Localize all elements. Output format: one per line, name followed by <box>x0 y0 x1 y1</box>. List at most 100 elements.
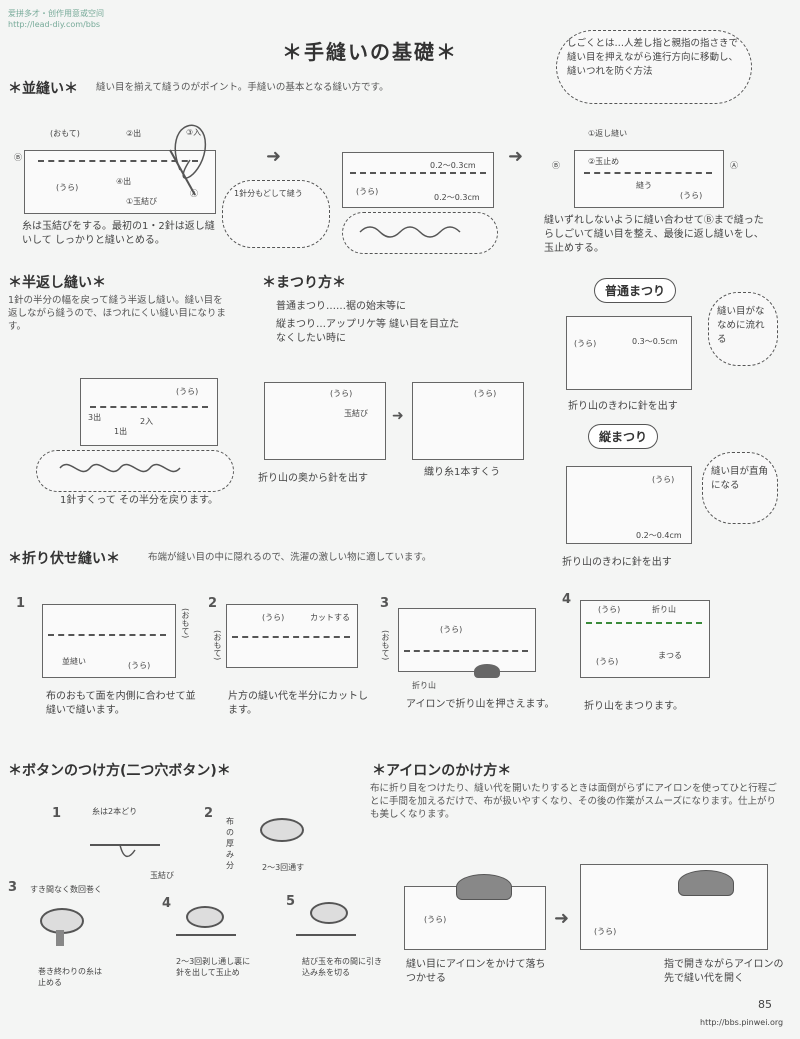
nami-desc: 縫い目を揃えて縫うのがポイント。手縫いの基本となる縫い方です。 <box>96 82 389 93</box>
shigoku-text: しごくとは…人差し指と親指の指さきで縫い目を押えながら進行方向に移動し、縫いつれ… <box>567 38 739 77</box>
button-step-1-sub: 玉結び <box>150 871 174 880</box>
orifuse-step-1-num: 1 <box>16 596 26 611</box>
orifuse-4-matsuru: まつる <box>658 651 682 660</box>
source-watermark: 爱拼多才・创作用意或空间 http://lead-diy.com/bbs <box>8 8 104 30</box>
hangaeshi-cloud <box>36 450 234 492</box>
orifuse-2-omote: (おもて) <box>213 630 222 661</box>
iron-fabric-2 <box>580 864 768 950</box>
button-step-2-text: 布の厚み分 <box>226 817 234 870</box>
orifuse-step-4-num: 4 <box>562 592 572 607</box>
orifuse-1-omote: (おもて) <box>181 608 190 639</box>
orifuse-green-stitch <box>586 622 702 624</box>
orifuse-2-caption: 片方の縫い代を半分にカットします。 <box>228 691 368 716</box>
iron-caption-2: 指で開きながらアイロンの先で縫い代を開く <box>664 959 784 984</box>
orifuse-1-ura: (うら) <box>128 661 151 670</box>
button-step-3-sub: 巻き終わりの糸は止める <box>38 967 102 987</box>
orifuse-heading: ＊折り伏せ縫い＊ <box>8 551 120 567</box>
nami-heading: ＊並縫い＊ <box>8 81 78 97</box>
hangaeshi-in2: 2入 <box>140 417 154 426</box>
wave-stitch-icon <box>359 226 461 238</box>
iron-ura-1: (うら) <box>424 915 447 924</box>
hangaeshi-desc: 1針の半分の幅を戻って縫う半返し縫い。縫い目を返しながら縫うので、ほつれにくい縫… <box>8 295 226 332</box>
orifuse-2-cut: カットする <box>310 613 350 622</box>
nami-ura-2: (うら) <box>356 187 379 196</box>
arrow-right-icon-4: ➜ <box>554 908 570 929</box>
orifuse-stitch-2 <box>232 636 350 638</box>
nami-a-mark-3: Ⓐ <box>730 161 738 170</box>
button-step-5-num: 5 <box>286 894 296 909</box>
hangaeshi-heading: ＊半返し縫い＊ <box>8 275 106 291</box>
button-step-2-sub: 2～3回通す <box>262 863 305 872</box>
nami-ura-1: (うら) <box>56 183 79 192</box>
source-line-1: 爱拼多才・创作用意或空间 <box>8 9 104 18</box>
futsu-caption: 折り山のきわに針を出す <box>568 401 678 412</box>
button-base-5 <box>296 934 356 936</box>
hangaeshi-stitch <box>90 406 208 408</box>
hangaeshi-ura: (うら) <box>176 387 199 396</box>
orifuse-2-ura: (うら) <box>262 613 285 622</box>
source-url: http://lead-diy.com/bbs <box>8 20 101 29</box>
nami-kaeshi: ①返し縫い <box>588 129 628 138</box>
tate-note: 縫い目が直角になる <box>702 452 778 524</box>
nami-fabric-2 <box>342 152 494 208</box>
orifuse-step-2-num: 2 <box>208 596 218 611</box>
orifuse-fabric-3 <box>398 608 536 672</box>
needle-thread-illustration <box>169 124 206 196</box>
nami-omote: (おもて) <box>50 129 80 138</box>
nami-out4: ④出 <box>116 177 132 186</box>
button-base-4 <box>176 934 236 936</box>
hangaeshi-note: 1針すくって その半分を戻ります。 <box>60 495 219 506</box>
loop-stitch-icon <box>59 463 181 473</box>
orifuse-3-ura: (うら) <box>440 625 463 634</box>
orifuse-stitch-3 <box>404 650 528 652</box>
nami-knot1: ①玉結び <box>126 197 158 206</box>
futsu-note-text: 縫い目がななめに流れる <box>717 306 765 345</box>
nami-stitch-3 <box>584 172 712 174</box>
nami-in3: ③入 <box>186 128 202 137</box>
futsu-ura: (うら) <box>574 339 597 348</box>
nami-nuu: 縫う <box>636 181 652 190</box>
matsuri-caption-1: 折り山の奥から針を出す <box>258 473 368 484</box>
orifuse-4-ura2: (うら) <box>596 657 619 666</box>
orifuse-3-oriyama: 折り山 <box>412 681 436 690</box>
iron-caption-1: 縫い目にアイロンをかけて落ちつかせる <box>406 959 546 984</box>
iron-icon <box>474 664 500 678</box>
iron-heading: ＊アイロンのかけ方＊ <box>372 763 512 779</box>
matsuri-type-2: 縦まつり…アップリケ等 縫い目を目立たなくしたい時に <box>276 319 460 344</box>
button-step-1-num: 1 <box>52 806 62 821</box>
orifuse-step-3-num: 3 <box>380 596 390 611</box>
nami-note-3: 縫いずれしないように縫い合わせてⒷまで縫ったらしごいて縫い目を整え、最後に返し縫… <box>544 215 764 254</box>
nami-tamadome: ②玉止め <box>588 157 620 166</box>
nami-note-1: 糸は玉結びをする。最初の1・2針は返し縫いして しっかりと縫いとめる。 <box>22 221 215 246</box>
matsuri-fabric-2 <box>412 382 524 460</box>
iron-tool-2 <box>678 870 734 896</box>
futsu-matsuri-title: 普通まつり <box>594 278 677 303</box>
nami-spacing-2: 0.2～0.3cm <box>434 193 480 202</box>
button-step-4-text: 2～3回剥し通し裏に針を出して玉止め <box>176 957 251 977</box>
nami-stitch-2 <box>350 172 486 174</box>
arrow-right-icon-2: ➜ <box>508 146 524 167</box>
orifuse-1-nami: 並縫い <box>62 657 86 666</box>
orifuse-stitch-1 <box>48 634 166 636</box>
matsuri-knot: 玉結び <box>344 409 368 418</box>
orifuse-3-omote: (おもて) <box>381 630 390 661</box>
matsuri-ura-1: (うら) <box>330 389 353 398</box>
nami-ura-3: (うら) <box>680 191 703 200</box>
shigoku-note: しごくとは…人差し指と親指の指さきで縫い目を押えながら進行方向に移動し、縫いつれ… <box>556 30 752 104</box>
iron-tool-1 <box>456 874 512 900</box>
orifuse-4-ura: (うら) <box>598 605 621 614</box>
tate-spacing: 0.2～0.4cm <box>636 531 682 540</box>
hangaeshi-fabric <box>80 378 218 446</box>
matsuri-ura-2: (うら) <box>474 389 497 398</box>
button-heading: ＊ボタンのつけ方(二つ穴ボタン)＊ <box>8 763 231 779</box>
futsu-fabric <box>566 316 692 390</box>
nami-spacing-1: 0.2～0.3cm <box>430 161 476 170</box>
futsu-note: 縫い目がななめに流れる <box>708 292 778 366</box>
orifuse-4-caption: 折り山をまつります。 <box>584 701 683 712</box>
matsuri-caption-2: 織り糸1本すくう <box>424 467 501 478</box>
page-title: ＊手縫いの基礎＊ <box>282 40 458 64</box>
nami-b-mark-3: Ⓑ <box>552 161 560 170</box>
nami-fabric-3 <box>574 150 724 208</box>
button-shank-3 <box>56 930 64 946</box>
orifuse-fabric-1 <box>42 604 176 678</box>
